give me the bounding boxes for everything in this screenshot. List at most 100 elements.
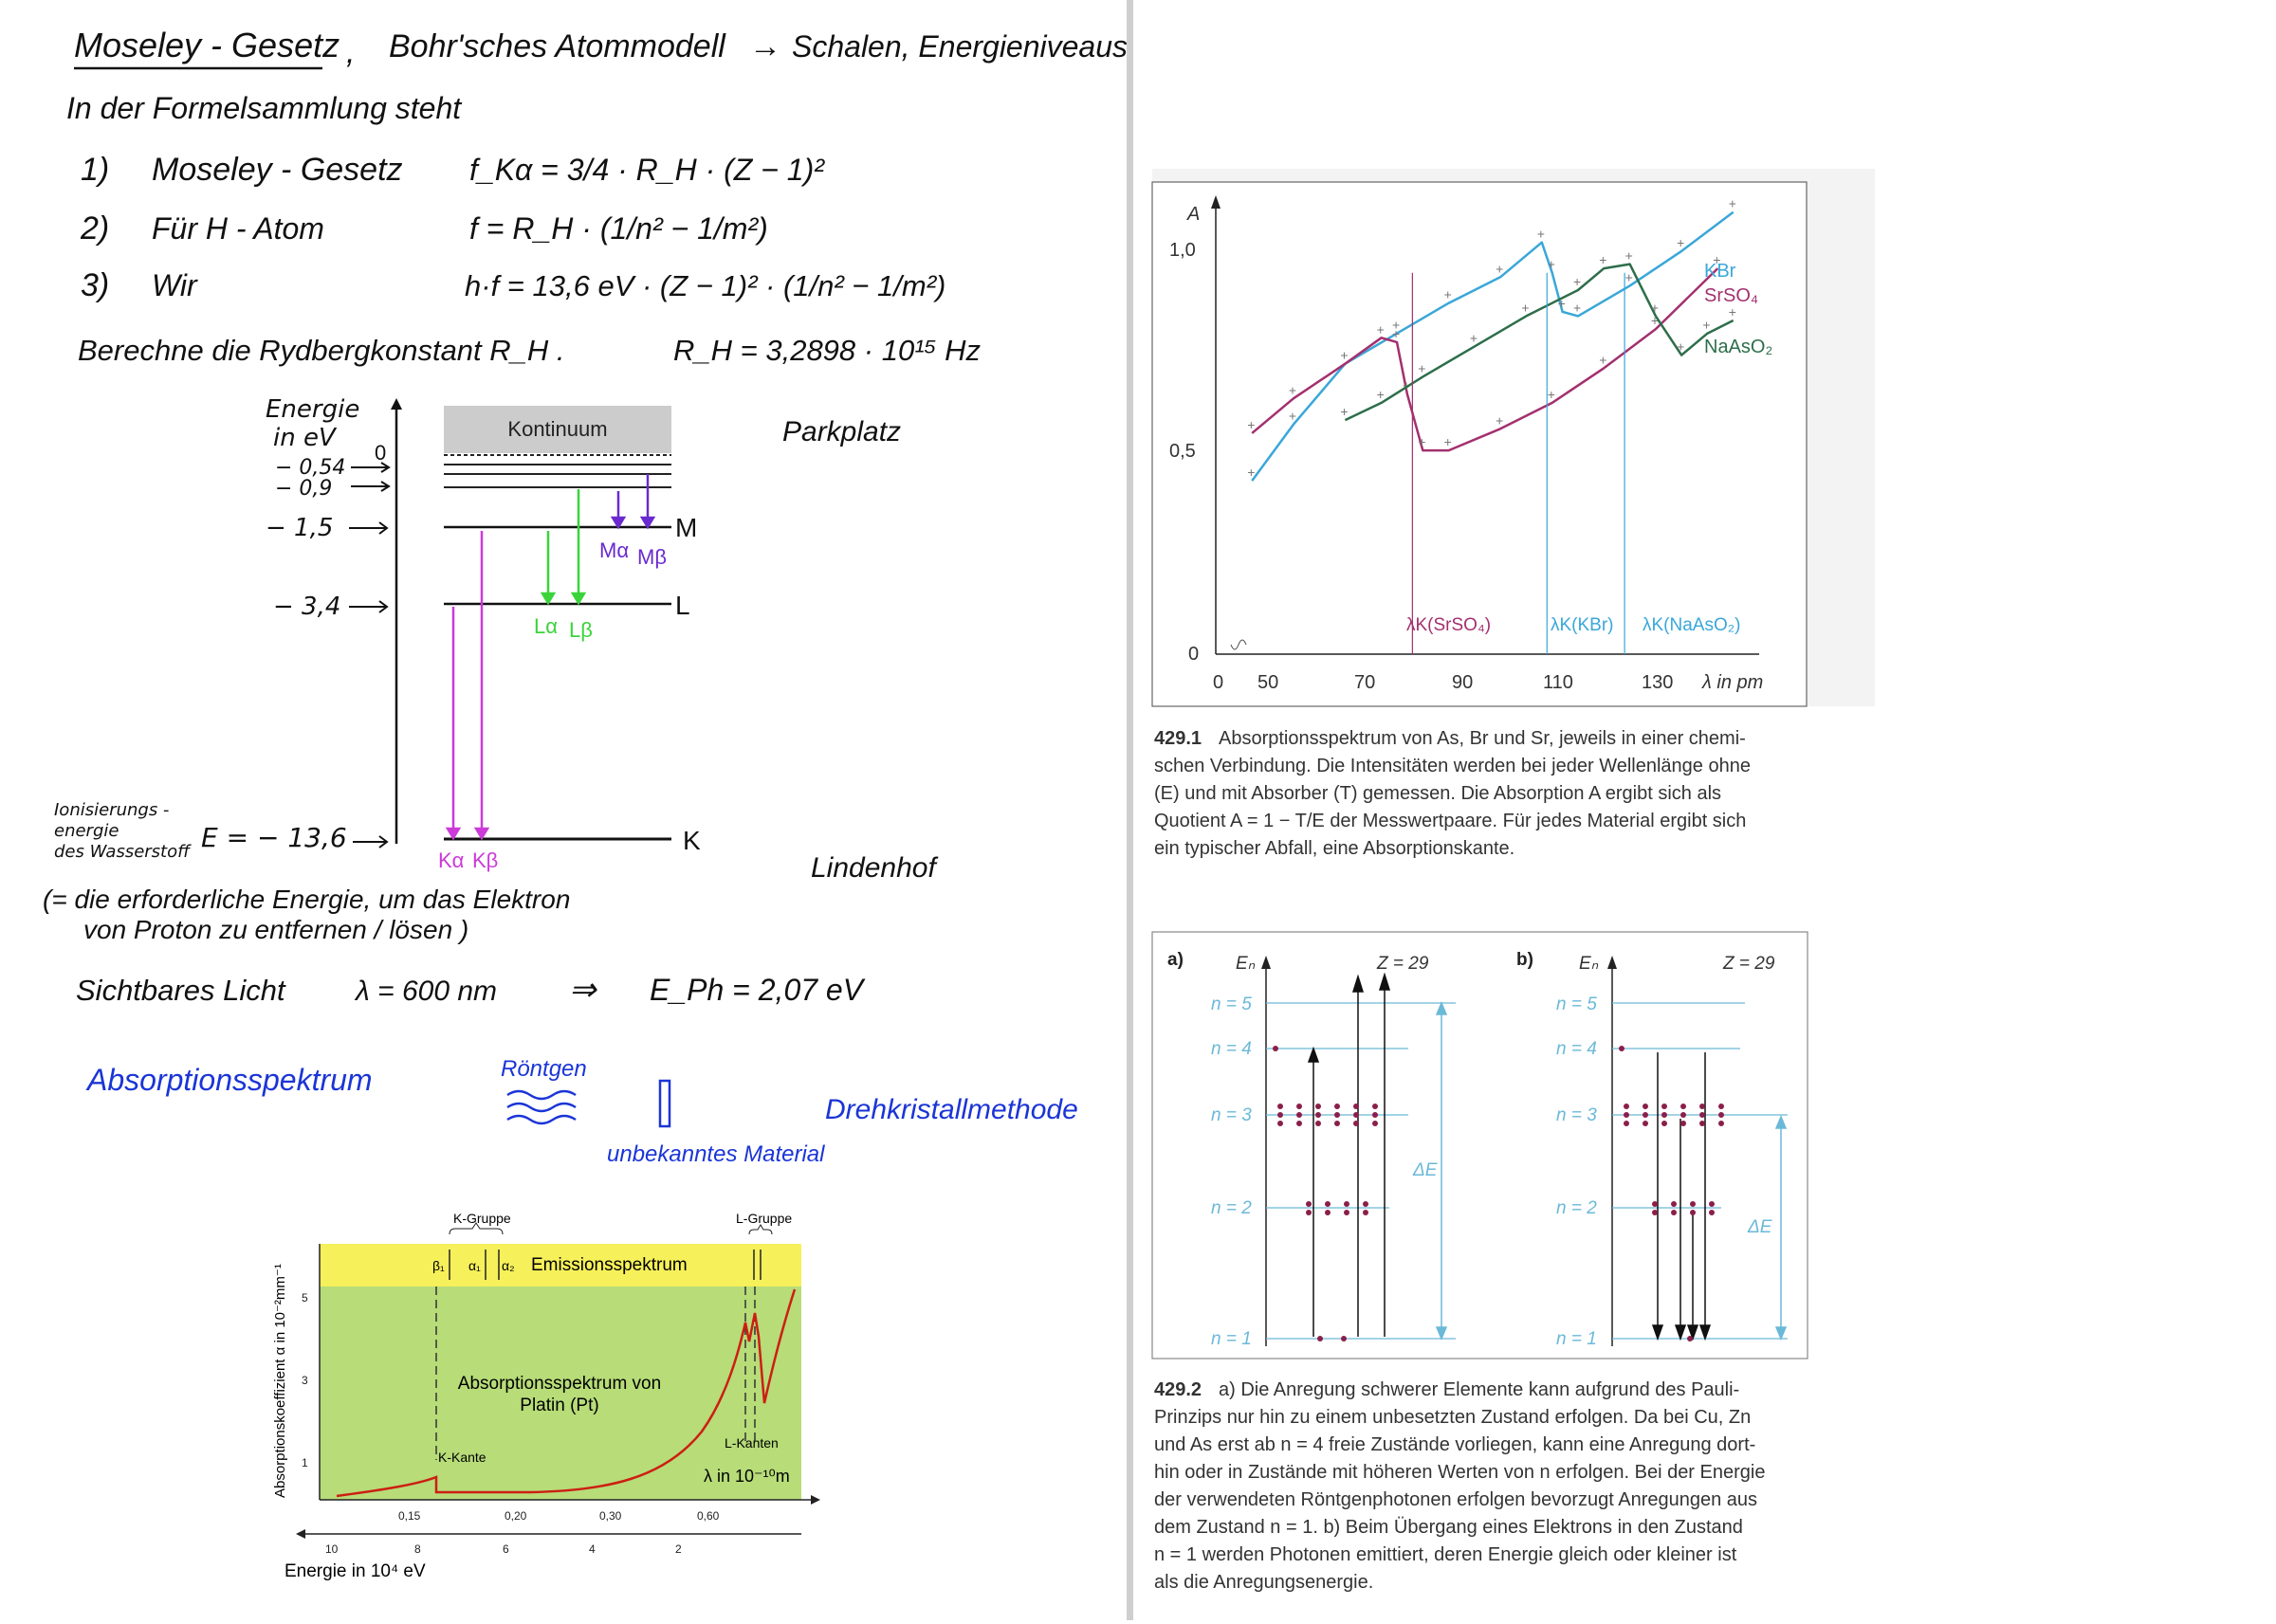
series-line-2 — [1344, 263, 1735, 422]
data-point-marker: + — [1289, 409, 1296, 424]
k-kante-label: K-Kante — [438, 1450, 486, 1465]
panel-b-delta-e: ΔE — [1747, 1217, 1772, 1237]
lambda-tick-020: 0,20 — [505, 1509, 527, 1523]
ionisation-note-line1: (= die erforderliche Energie, um das Ele… — [43, 885, 570, 914]
rydberg-task: Berechne die Rydbergkonstant R_H . — [78, 334, 565, 367]
electron-dot — [1363, 1201, 1368, 1207]
formula-2-number: 2) — [80, 210, 109, 246]
k-gruppe-brace — [449, 1222, 504, 1235]
panel-b-label: b) — [1516, 950, 1533, 970]
b-n4-label: n = 4 — [1556, 1039, 1597, 1059]
data-point-marker: + — [1247, 417, 1255, 432]
level-label-09: − 0,9 — [275, 477, 332, 501]
data-point-marker: + — [1677, 235, 1684, 250]
electron-dot — [1353, 1121, 1359, 1126]
caption-4291-line-1: Absorptionsspektrum von As, Br und Sr, j… — [1219, 728, 1746, 749]
ionisation-label-3: des Wasserstoff — [54, 842, 192, 862]
electron-dot — [1325, 1210, 1331, 1215]
delta-e-arrows — [1435, 1001, 1788, 1341]
blue-drehkristallmethode: Drehkristallmethode — [825, 1094, 1078, 1125]
visible-light-equation: λ = 600 nm — [354, 976, 497, 1007]
data-point-marker: + — [1392, 318, 1400, 333]
abs-x-tick-90: 90 — [1452, 672, 1473, 693]
electron-dot — [1296, 1112, 1302, 1118]
level-lines — [1266, 1002, 1788, 1340]
electron-dot — [1372, 1112, 1378, 1118]
data-point-marker: + — [1548, 387, 1555, 402]
ionisation-label-1: Ionisierungs - — [54, 800, 169, 820]
notes-svg: Moseley - Gesetz , Bohr'sches Atommodell… — [43, 26, 1128, 1581]
energy-axis-arrow-icon — [391, 398, 402, 410]
caption-4291: 429.1 Absorptionsspektrum von As, Br und… — [1154, 728, 1751, 859]
electron-dot — [1353, 1112, 1359, 1118]
label-M-beta: Mβ — [637, 545, 667, 569]
electron-dot — [1277, 1121, 1283, 1126]
data-point-marker: + — [1496, 261, 1503, 276]
data-point-marker: + — [1403, 378, 1410, 393]
electron-dot — [1372, 1121, 1378, 1126]
l-gruppe-brace — [748, 1224, 773, 1235]
note-parkplatz: Parkplatz — [782, 416, 901, 447]
abs-x-tick-110: 110 — [1543, 672, 1573, 693]
platinum-absorption-curve — [336, 1288, 797, 1498]
caption-4292-line-2: Prinzips nur hin zu einem unbesetzten Zu… — [1154, 1407, 1751, 1428]
label-alpha1: α₁ — [468, 1258, 481, 1273]
caption-4292-line-3: und As erst ab n = 4 freie Zustände vorl… — [1154, 1434, 1755, 1455]
data-point-marker: + — [1599, 252, 1606, 267]
shell-label-L: L — [675, 591, 690, 620]
a-n3-label: n = 3 — [1211, 1105, 1252, 1125]
abs-x-tick-70: 70 — [1354, 672, 1375, 693]
electron-dot — [1680, 1112, 1686, 1118]
level-label-15: − 1,5 — [266, 514, 333, 542]
level-pointer-icon-136 — [353, 835, 389, 848]
continuum-box — [444, 406, 671, 453]
legend-kbr: KBr — [1704, 261, 1736, 282]
axis-break-icon — [1230, 639, 1247, 650]
textbook-svg: A 1,0 0,5 0 0 50 70 90 110 130 λ in pm +… — [1151, 169, 1875, 1593]
ionisation-label-2: energie — [54, 821, 119, 841]
edge-label-naaso2: λK(NaAsO₂) — [1643, 615, 1740, 635]
label-L-alpha: Lα — [534, 614, 558, 638]
electron-dot — [1718, 1121, 1724, 1126]
data-point-marker: + — [1573, 300, 1581, 315]
electron-dot — [1652, 1210, 1658, 1215]
electron-dot — [1690, 1210, 1696, 1215]
absorption-label-1: Absorptionsspektrum von — [458, 1374, 661, 1394]
a-n4-label: n = 4 — [1211, 1039, 1252, 1059]
data-point-marker: + — [1537, 227, 1545, 242]
ionisation-note-line2: von Proton zu entfernen / lösen ) — [83, 915, 468, 944]
electron-dot — [1619, 1046, 1624, 1051]
caption-4292-line-7: n = 1 werden Photonen emittiert, deren E… — [1154, 1544, 1737, 1565]
energy-axis-unit: in eV — [273, 424, 338, 452]
electron-dot — [1671, 1210, 1677, 1215]
electron-dot — [1306, 1210, 1312, 1215]
b-n2-label: n = 2 — [1556, 1198, 1597, 1218]
abs-x-tick-0: 0 — [1213, 672, 1223, 693]
legend-srso4: SrSO₄ — [1704, 285, 1758, 306]
panel-a-label: a) — [1167, 950, 1184, 970]
L-transitions — [540, 489, 587, 606]
electron-dot — [1661, 1112, 1667, 1118]
level-pointer-icon-15 — [349, 521, 389, 535]
title-arrow: → — [749, 28, 781, 64]
electron-dot — [1334, 1121, 1340, 1126]
electron-dot — [1680, 1104, 1686, 1109]
data-point-marker: + — [1418, 360, 1425, 375]
l-gruppe-label: L-Gruppe — [736, 1211, 792, 1226]
rydberg-value: R_H = 3,2898 · 10¹⁵ Hz — [673, 334, 982, 367]
data-point-marker: + — [1651, 300, 1659, 315]
edge-label-kbr: λK(KBr) — [1551, 615, 1614, 635]
y-tick-5: 5 — [302, 1291, 308, 1305]
electron-dot — [1687, 1336, 1693, 1341]
K-transitions — [445, 531, 490, 841]
abs-x-tick-50: 50 — [1257, 672, 1278, 693]
electron-dots — [1273, 1046, 1724, 1341]
formula-2-equation: f = R_H · (1/n² − 1/m²) — [469, 211, 768, 246]
electron-dot — [1718, 1104, 1724, 1109]
blue-absorptionsspektrum: Absorptionsspektrum — [85, 1063, 373, 1097]
title-rest: Schalen, Energieniveaus — [792, 29, 1127, 64]
note-lindenhof: Lindenhof — [811, 852, 938, 884]
energy-level-diagram: Energie in eV 0 Kontinuum − 0,54 − 0,9 −… — [54, 395, 701, 872]
caption-4292-line-5: der verwendeten Röntgenphotonen erfolgen… — [1154, 1489, 1757, 1510]
